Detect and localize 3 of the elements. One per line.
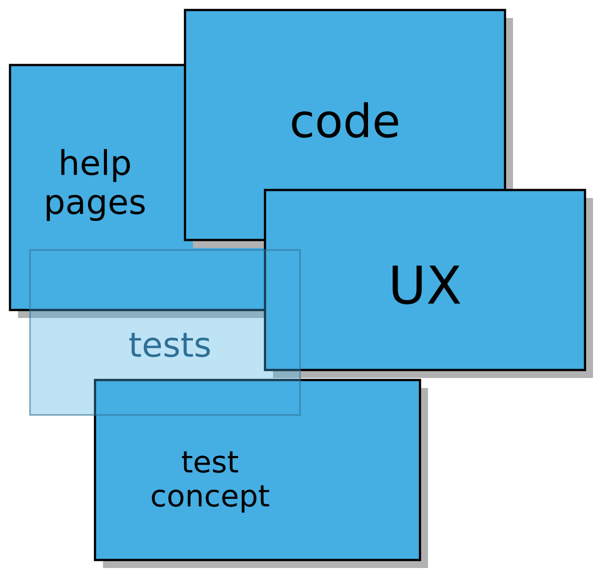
sticky-note: tests: [29, 249, 301, 416]
sticky-note: UX: [264, 188, 593, 378]
sticky-note: test concept: [94, 378, 428, 568]
